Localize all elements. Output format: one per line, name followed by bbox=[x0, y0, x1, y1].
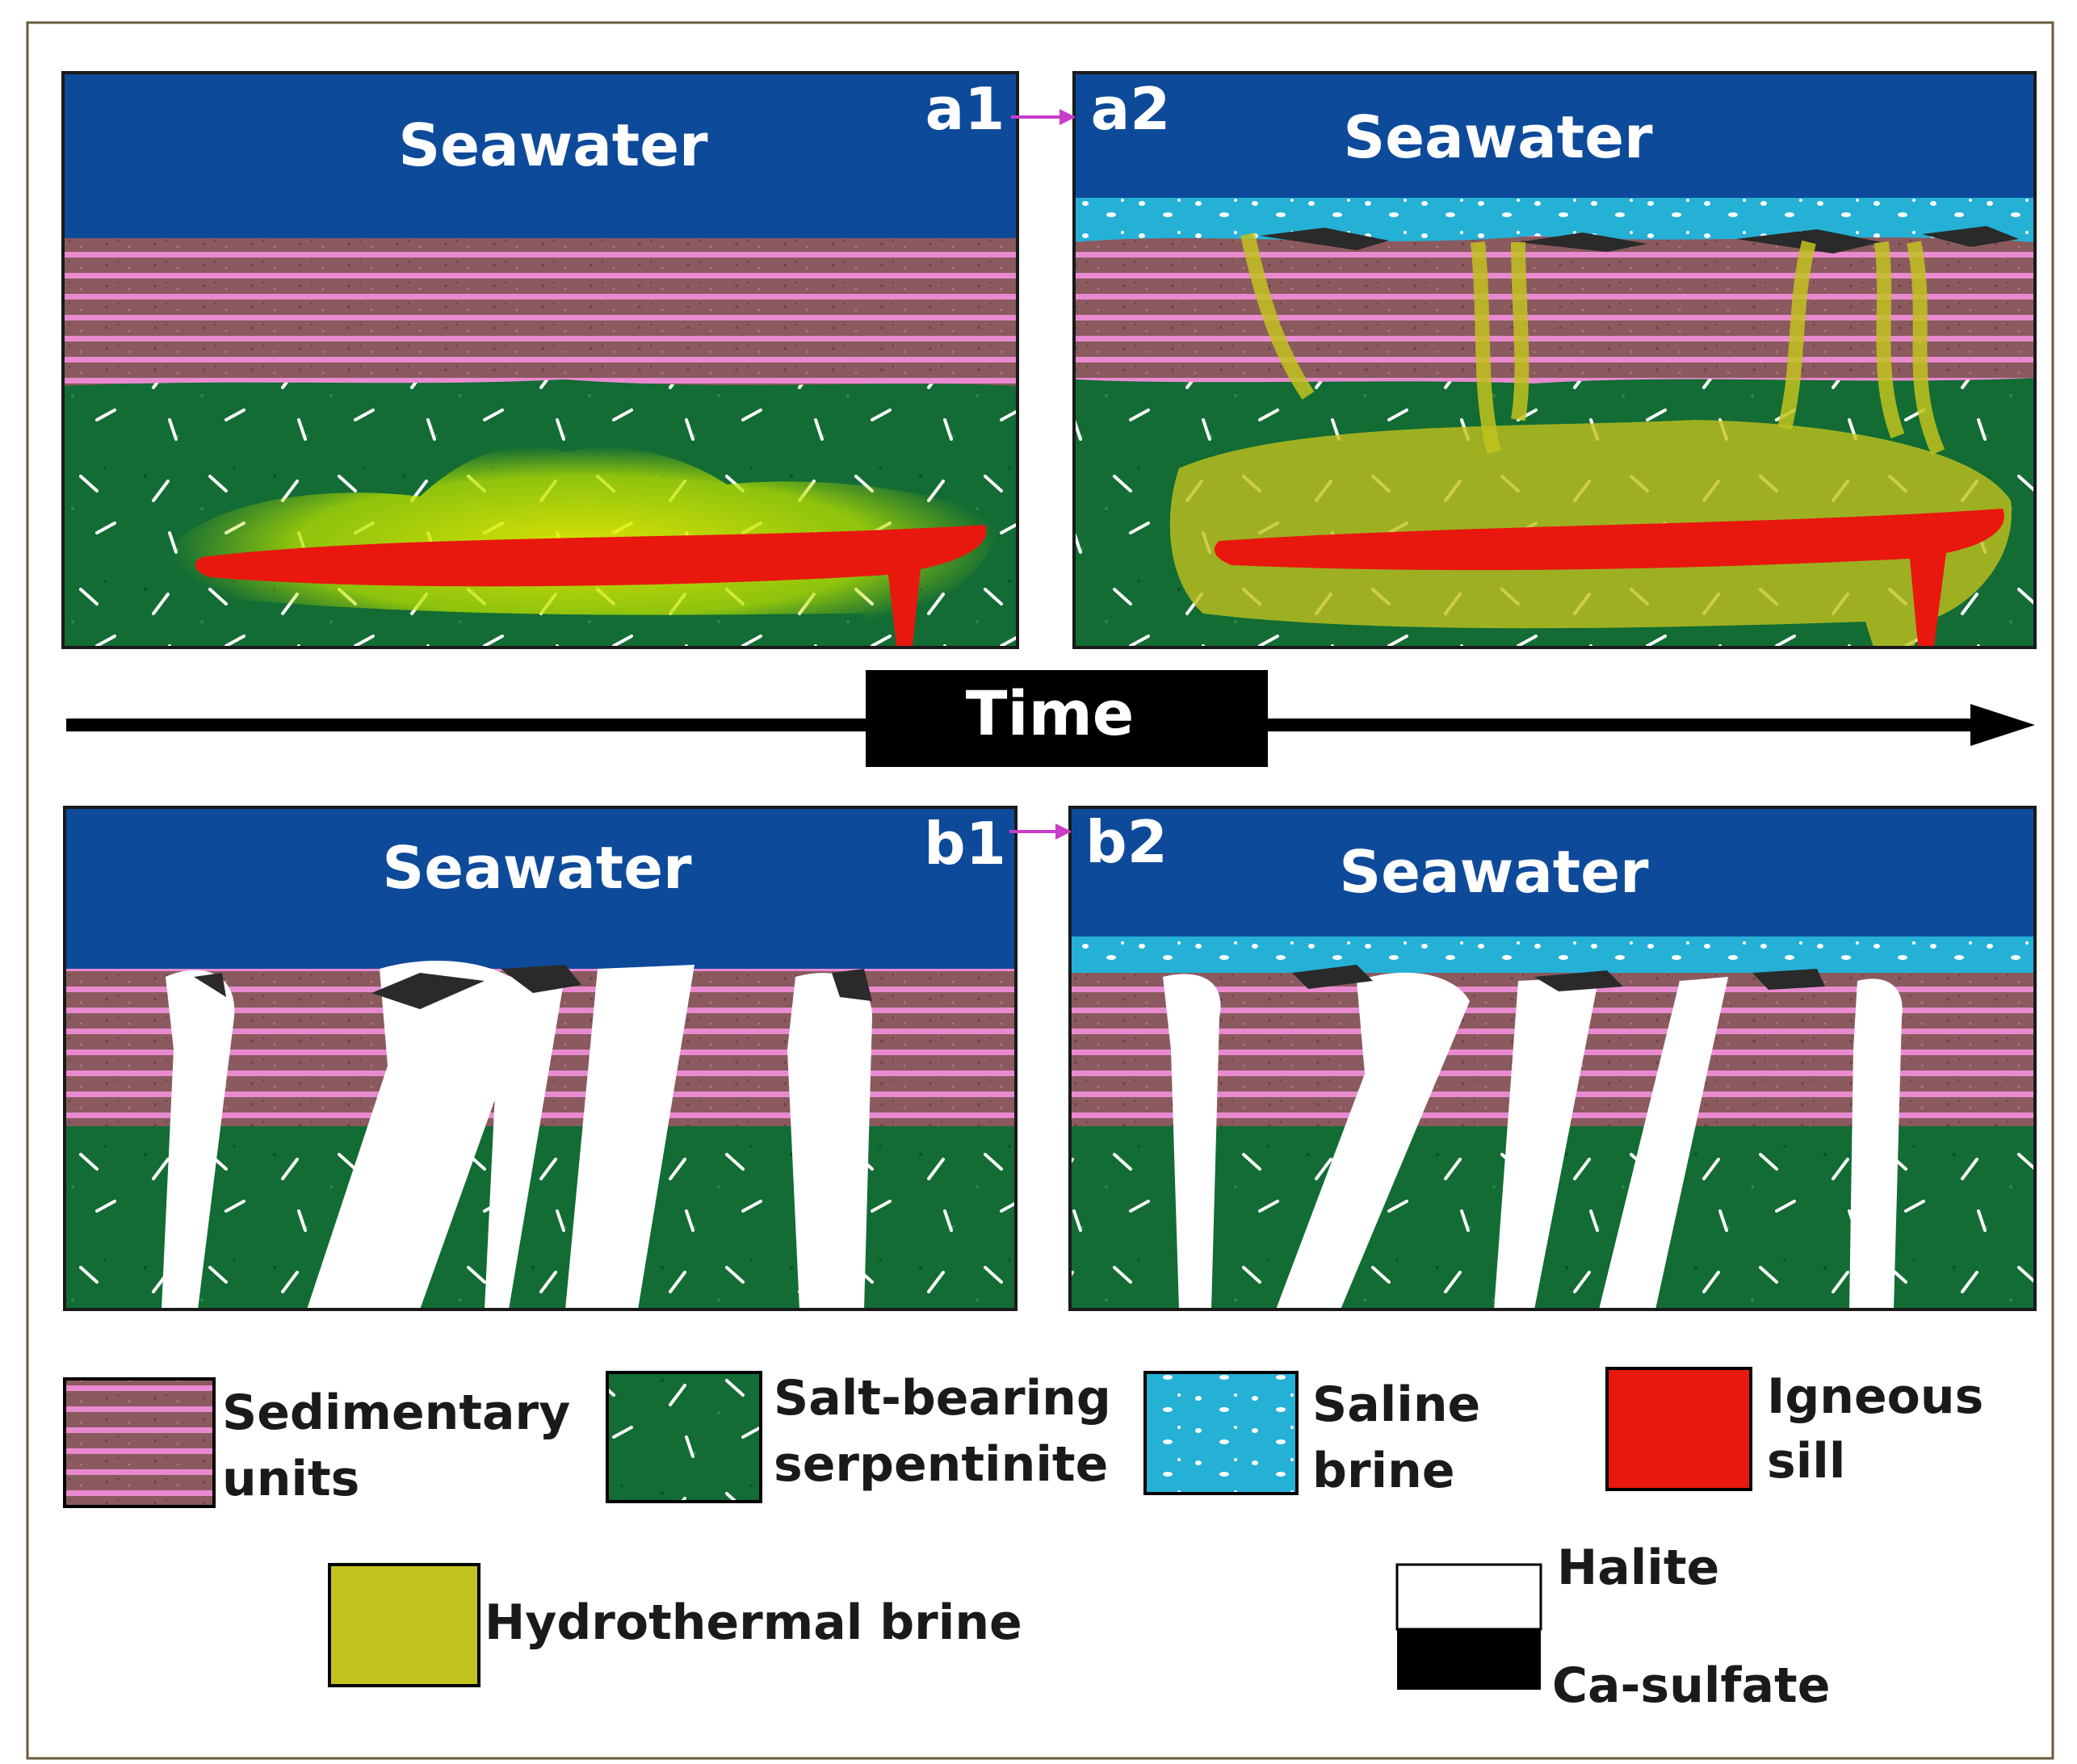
seawater-layer bbox=[63, 73, 1018, 238]
legend-label-ca-sulfate: Ca-sulfate bbox=[1552, 1657, 1830, 1714]
panel-b1: Seawater b1 bbox=[63, 806, 1018, 1311]
legend-swatch-hydrothermal bbox=[328, 1563, 480, 1687]
panel-label: a2 bbox=[1091, 75, 1171, 143]
panel-a2: Seawater a2 bbox=[1072, 71, 2037, 649]
time-label: Time bbox=[966, 677, 1135, 749]
legend-saline-brine: Saline brine bbox=[1143, 1371, 1480, 1499]
legend-label-line2: sill bbox=[1767, 1433, 1845, 1490]
panel-b2: Seawater b2 bbox=[1068, 806, 2037, 1311]
ca-sulfate-patches bbox=[1292, 965, 1825, 991]
panel-label: a1 bbox=[925, 75, 1005, 143]
legend-sedimentary: Sedimentary units bbox=[63, 1377, 570, 1508]
igneous-sill bbox=[195, 525, 987, 646]
legend-label-line1: Salt-bearing bbox=[774, 1370, 1111, 1427]
ca-sulfate-crust bbox=[1260, 226, 2019, 253]
seawater-layer bbox=[1070, 807, 2035, 953]
panel-a1: Seawater a1 bbox=[61, 71, 1019, 649]
legend-label-line1: Igneous bbox=[1767, 1368, 1983, 1425]
water-label: Seawater bbox=[382, 834, 692, 902]
legend-label-line2: serpentinite bbox=[774, 1436, 1108, 1493]
panel-label: b1 bbox=[924, 810, 1006, 878]
water-label: Seawater bbox=[1339, 838, 1649, 906]
panel-label: b2 bbox=[1085, 808, 1168, 876]
legend-serpentinite: Salt-bearing serpentinite bbox=[606, 1370, 1111, 1503]
legend-label-line1: Sedimentary bbox=[222, 1385, 570, 1441]
legend-halite-ca-sulfate: Halite Ca-sulfate bbox=[1395, 1540, 1830, 1714]
legend-label-line2: brine bbox=[1312, 1443, 1455, 1499]
seawater-layer bbox=[1074, 73, 2035, 218]
legend: Sedimentary units Salt-bearing serpentin… bbox=[63, 1367, 1983, 1714]
legend-label-line2: units bbox=[222, 1451, 359, 1507]
water-label: Seawater bbox=[1343, 103, 1653, 171]
legend-swatch-serpentinite bbox=[606, 1371, 762, 1503]
legend-swatch-sedimentary bbox=[63, 1377, 216, 1508]
ca-sulfate-patches bbox=[194, 965, 872, 1009]
legend-label: Hydrothermal brine bbox=[485, 1594, 1022, 1651]
time-arrow: Time bbox=[66, 670, 2035, 767]
legend-label-line1: Saline bbox=[1312, 1376, 1480, 1433]
halite-veins bbox=[162, 961, 872, 1309]
sedimentary-layer bbox=[63, 238, 1018, 386]
seawater-layer bbox=[65, 807, 1016, 969]
legend-swatch-igneous bbox=[1605, 1367, 1752, 1491]
halite-veins bbox=[1163, 972, 1903, 1309]
legend-swatch-ca-sulfate bbox=[1397, 1629, 1541, 1690]
legend-label-halite: Halite bbox=[1557, 1540, 1719, 1596]
legend-swatch-halite bbox=[1395, 1563, 1542, 1631]
legend-igneous-sill: Igneous sill bbox=[1605, 1367, 1983, 1491]
igneous-sill bbox=[1214, 509, 2004, 646]
legend-hydrothermal-brine: Hydrothermal brine bbox=[328, 1563, 1022, 1687]
water-label: Seawater bbox=[398, 111, 708, 179]
legend-swatch-saline bbox=[1143, 1371, 1299, 1495]
